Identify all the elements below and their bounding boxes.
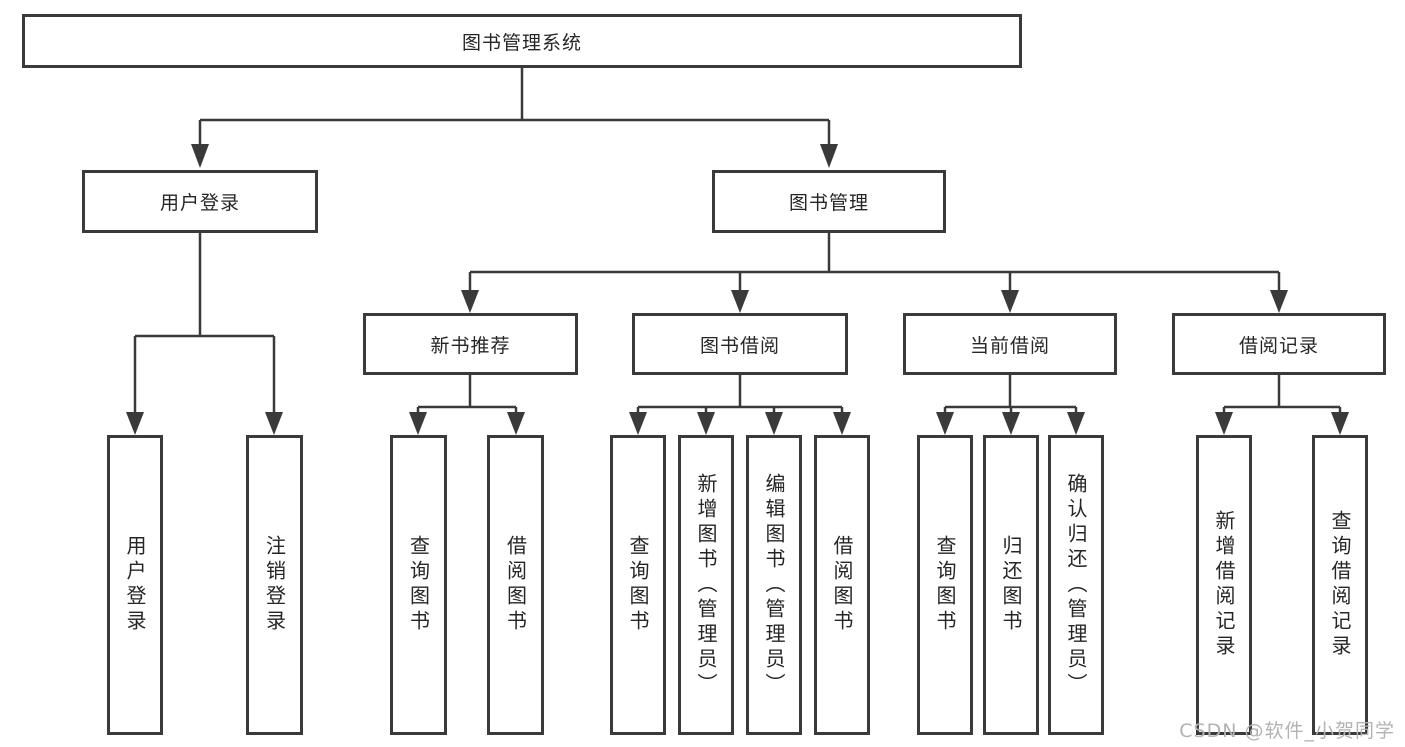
leaf-add-books-admin: 新增图书（管理员） xyxy=(678,435,734,735)
node-borrow-records: 借阅记录 xyxy=(1172,313,1386,375)
arrow-down-icon xyxy=(461,290,479,313)
arrow-down-icon xyxy=(507,412,525,435)
arrow-down-icon xyxy=(697,412,715,435)
leaf-query-books-recommend: 查询图书 xyxy=(390,435,447,735)
arrow-down-icon xyxy=(1270,290,1288,313)
leaf-add-borrow-record: 新增借阅记录 xyxy=(1196,435,1252,735)
arrow-down-icon xyxy=(409,412,427,435)
node-new-book-recommend: 新书推荐 xyxy=(363,313,578,375)
arrow-down-icon xyxy=(936,412,954,435)
leaf-return-books: 归还图书 xyxy=(983,435,1039,735)
leaf-query-borrow-record: 查询借阅记录 xyxy=(1312,435,1368,735)
connector-root-to-level2 xyxy=(191,68,838,168)
leaf-borrow-books: 借阅图书 xyxy=(814,435,870,735)
node-current-borrow: 当前借阅 xyxy=(903,313,1117,375)
leaf-query-books-current: 查询图书 xyxy=(917,435,973,735)
arrow-down-icon xyxy=(191,144,209,168)
leaf-query-books-borrow: 查询图书 xyxy=(610,435,666,735)
leaf-edit-books-admin: 编辑图书（管理员） xyxy=(746,435,802,735)
arrow-down-icon xyxy=(629,412,647,435)
arrow-down-icon xyxy=(1215,412,1233,435)
arrow-down-icon xyxy=(1331,412,1349,435)
connector-user-login-to-leaves xyxy=(126,233,283,435)
node-book-borrow: 图书借阅 xyxy=(632,313,848,375)
connector-borrow-records-to-leaves xyxy=(1215,375,1349,435)
arrow-down-icon xyxy=(833,412,851,435)
connector-book-management-to-level3 xyxy=(461,233,1288,313)
leaf-confirm-return-admin: 确认归还（管理员） xyxy=(1048,435,1104,735)
arrow-down-icon xyxy=(1002,412,1020,435)
arrow-down-icon xyxy=(126,412,144,435)
leaf-borrow-books-recommend: 借阅图书 xyxy=(487,435,544,735)
arrow-down-icon xyxy=(1067,412,1085,435)
node-root-book-management-system: 图书管理系统 xyxy=(22,14,1022,68)
leaf-logout: 注销登录 xyxy=(246,435,303,735)
csdn-watermark: CSDN @软件_小贺同学 xyxy=(1179,720,1395,742)
connector-book-borrow-to-leaves xyxy=(629,375,851,435)
arrow-down-icon xyxy=(765,412,783,435)
arrow-down-icon xyxy=(1001,290,1019,313)
connector-current-borrow-to-leaves xyxy=(936,375,1085,435)
arrow-down-icon xyxy=(820,144,838,168)
node-book-management: 图书管理 xyxy=(712,170,946,233)
arrow-down-icon xyxy=(265,412,283,435)
arrow-down-icon xyxy=(731,290,749,313)
node-user-login: 用户登录 xyxy=(82,170,318,233)
leaf-user-login: 用户登录 xyxy=(107,435,163,735)
connector-new-book-recommend-to-leaves xyxy=(409,375,525,435)
